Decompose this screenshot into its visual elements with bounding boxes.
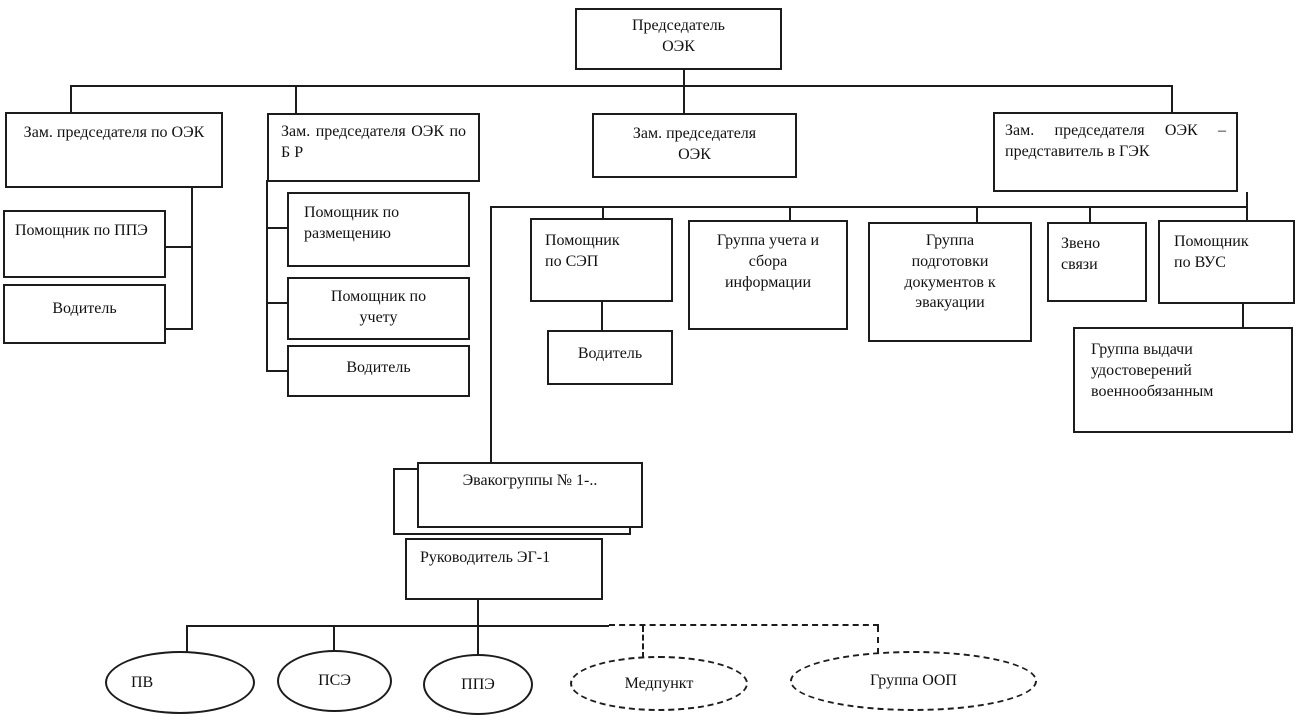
connector-deputy-oek-bus bbox=[191, 186, 193, 330]
connector-deputy-gek-to-bus bbox=[1246, 192, 1248, 220]
org-ellipse-pv: ПВ bbox=[105, 651, 255, 714]
org-box-group-podgotovki-label: Группа подготовки документов к эвакуации bbox=[904, 232, 996, 312]
org-box-driver-1: Водитель bbox=[3, 284, 166, 344]
org-box-assistant-uchet: Помощник по учету bbox=[287, 277, 470, 340]
connector-drop-group-ucheta bbox=[789, 206, 791, 222]
org-box-deputy-oek2: Зам. председателя ОЭК bbox=[592, 113, 797, 178]
org-box-rukovoditel-eg1: Руководитель ЭГ-1 bbox=[405, 538, 603, 600]
org-box-group-ucheta-label: Группа учета и сбора информации bbox=[716, 232, 820, 291]
org-box-assistant-razmeshchenie: Помощник по размещению bbox=[287, 192, 470, 267]
connector-sep-driver bbox=[601, 300, 603, 330]
connector-bottom-bus-solid bbox=[187, 625, 609, 627]
connector-drop-sep bbox=[602, 206, 604, 220]
connector-top-bus bbox=[70, 85, 1173, 87]
org-box-driver-2-label: Водитель bbox=[346, 359, 411, 376]
org-box-driver-2: Водитель bbox=[287, 345, 470, 397]
connector-chairman-drop bbox=[683, 70, 685, 113]
org-ellipse-medpunkt: Медпункт bbox=[570, 656, 748, 711]
org-ellipse-gruppa-oop: Группа ООП bbox=[790, 651, 1037, 711]
org-box-group-podgotovki: Группа подготовки документов к эвакуации bbox=[868, 222, 1032, 342]
org-ellipse-medpunkt-label: Медпункт bbox=[624, 674, 694, 692]
connector-drop-gruppa-oop bbox=[877, 626, 879, 654]
connector-drop-group-podgotovki bbox=[976, 206, 978, 223]
org-box-group-vydachi: Группа выдачи удостоверений военнообязан… bbox=[1073, 327, 1293, 433]
connector-stub-driver-1 bbox=[164, 328, 192, 330]
org-box-assistant-ppe: Помощник по ППЭ bbox=[3, 210, 166, 278]
org-box-chairman-label: Председатель ОЭК bbox=[632, 17, 725, 55]
org-box-driver-3-label: Водитель bbox=[577, 345, 643, 362]
org-box-deputy-br-label: Зам. председателя ОЭК по Б Р bbox=[281, 123, 466, 161]
org-box-deputy-oek-label: Зам. председателя по ОЭК bbox=[23, 124, 205, 141]
org-ellipse-ppe-label: ППЭ bbox=[461, 675, 495, 693]
org-box-assistant-ppe-label: Помощник по ППЭ bbox=[15, 222, 148, 239]
org-box-deputy-oek: Зам. председателя по ОЭК bbox=[5, 112, 223, 188]
org-box-deputy-gek: Зам. председателя ОЭК – представитель в … bbox=[993, 112, 1238, 192]
connector-drop-pv bbox=[186, 625, 188, 653]
org-box-evakogruppy: Эвакогруппы № 1-.. bbox=[417, 462, 643, 528]
org-box-group-vydachi-label: Группа выдачи удостоверений военнообязан… bbox=[1091, 341, 1214, 400]
org-box-rukovoditel-eg1-label: Руководитель ЭГ-1 bbox=[420, 549, 551, 566]
connector-drop-pse bbox=[333, 625, 335, 651]
org-box-driver-3: Водитель bbox=[547, 330, 673, 385]
org-box-deputy-br: Зам. председателя ОЭК по Б Р bbox=[267, 113, 480, 182]
org-box-assistant-uchet-label: Помощник по учету bbox=[330, 288, 427, 326]
connector-stub-driver-2 bbox=[266, 370, 288, 372]
org-box-zveno-svyazi: Звено связи bbox=[1047, 222, 1147, 302]
org-box-assistant-vus-label: Помощник по ВУС bbox=[1174, 233, 1249, 271]
connector-stub-uchet bbox=[266, 302, 288, 304]
org-ellipse-pse: ПСЭ bbox=[277, 650, 392, 712]
org-ellipse-ppe: ППЭ bbox=[423, 654, 533, 715]
org-box-group-ucheta: Группа учета и сбора информации bbox=[688, 220, 848, 330]
connector-drop-medpunkt bbox=[642, 626, 644, 658]
org-box-evakogruppy-label: Эвакогруппы № 1-.. bbox=[462, 472, 598, 489]
connector-drop-evakogruppy bbox=[490, 206, 492, 462]
org-box-chairman: Председатель ОЭК bbox=[575, 8, 782, 70]
connector-rukovoditel-drop bbox=[477, 600, 479, 655]
connector-drop-deputy-br bbox=[295, 85, 297, 113]
org-ellipse-pv-label: ПВ bbox=[131, 673, 154, 691]
connector-drop-deputy-gek bbox=[1171, 85, 1173, 112]
connector-mid-bus bbox=[491, 206, 1248, 208]
org-box-deputy-gek-label: Зам. председателя ОЭК – представитель в … bbox=[1005, 122, 1226, 160]
connector-stub-razmeshchenie bbox=[266, 227, 288, 229]
org-ellipse-gruppa-oop-label: Группа ООП bbox=[870, 672, 957, 689]
connector-deputy-br-bus bbox=[266, 180, 268, 372]
org-box-driver-1-label: Водитель bbox=[52, 300, 117, 317]
org-box-assistant-sep-label: Помощник по СЭП bbox=[545, 232, 620, 270]
org-box-zveno-svyazi-label: Звено связи bbox=[1061, 235, 1101, 273]
connector-vus-vydachi bbox=[1242, 303, 1244, 328]
org-box-deputy-oek2-label: Зам. председателя ОЭК bbox=[632, 125, 757, 163]
org-ellipse-pse-label: ПСЭ bbox=[318, 672, 351, 689]
connector-drop-deputy-oek bbox=[70, 85, 72, 113]
connector-bottom-bus-dashed bbox=[609, 624, 879, 626]
org-box-assistant-sep: Помощник по СЭП bbox=[530, 218, 673, 302]
connector-stub-assistant-ppe bbox=[164, 246, 192, 248]
org-box-assistant-razmeshchenie-label: Помощник по размещению bbox=[304, 204, 400, 242]
org-box-assistant-vus: Помощник по ВУС bbox=[1158, 220, 1295, 304]
connector-drop-zveno bbox=[1089, 206, 1091, 223]
